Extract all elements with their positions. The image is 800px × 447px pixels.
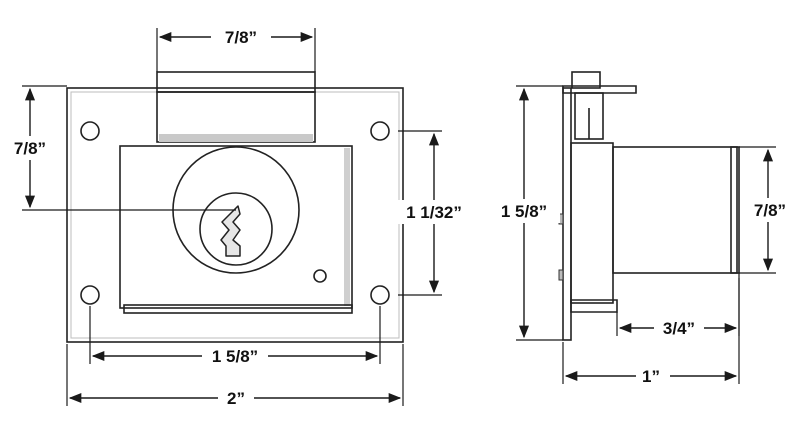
dim-cylinder-length: 3/4” xyxy=(663,319,695,338)
housing-bottom-lip xyxy=(123,304,353,314)
dim-overall-height: 1 5/8” xyxy=(501,202,547,221)
side-housing xyxy=(570,142,614,304)
dim-height-to-keyhole: 7/8” xyxy=(14,139,46,158)
bolt-top xyxy=(156,71,316,93)
mount-hole-bottom-right xyxy=(370,285,390,305)
front-view: 7/8” 7/8” 1 1/32” 1 5/8” 2” xyxy=(6,26,473,408)
lock-housing xyxy=(119,145,353,309)
side-rivet-2 xyxy=(558,269,564,281)
dim-cylinder-diameter: 7/8” xyxy=(754,201,786,220)
side-bottom-foot xyxy=(570,299,618,313)
mount-hole-top-right xyxy=(370,121,390,141)
housing-edge-shade xyxy=(344,148,350,306)
small-rivet-hole xyxy=(313,269,327,283)
side-view: 1 5/8” 7/8” 3/4” 1” xyxy=(490,71,795,387)
bolt-shadow xyxy=(159,134,313,142)
side-faceplate xyxy=(562,87,572,341)
dim-overall-depth: 1” xyxy=(642,367,660,386)
dim-hole-spacing-horizontal: 1 5/8” xyxy=(212,347,258,366)
cylinder-plug xyxy=(199,192,273,266)
mount-hole-top-left xyxy=(80,121,100,141)
dim-bolt-width: 7/8” xyxy=(225,28,257,47)
side-bolt-stub xyxy=(571,71,601,89)
dim-hole-spacing-vertical: 1 1/32” xyxy=(406,203,462,222)
side-cylinder xyxy=(612,146,738,274)
keyway-icon xyxy=(220,205,241,257)
dim-overall-width: 2” xyxy=(227,389,245,408)
mount-hole-bottom-left xyxy=(80,285,100,305)
side-cylinder-cap xyxy=(730,146,740,274)
